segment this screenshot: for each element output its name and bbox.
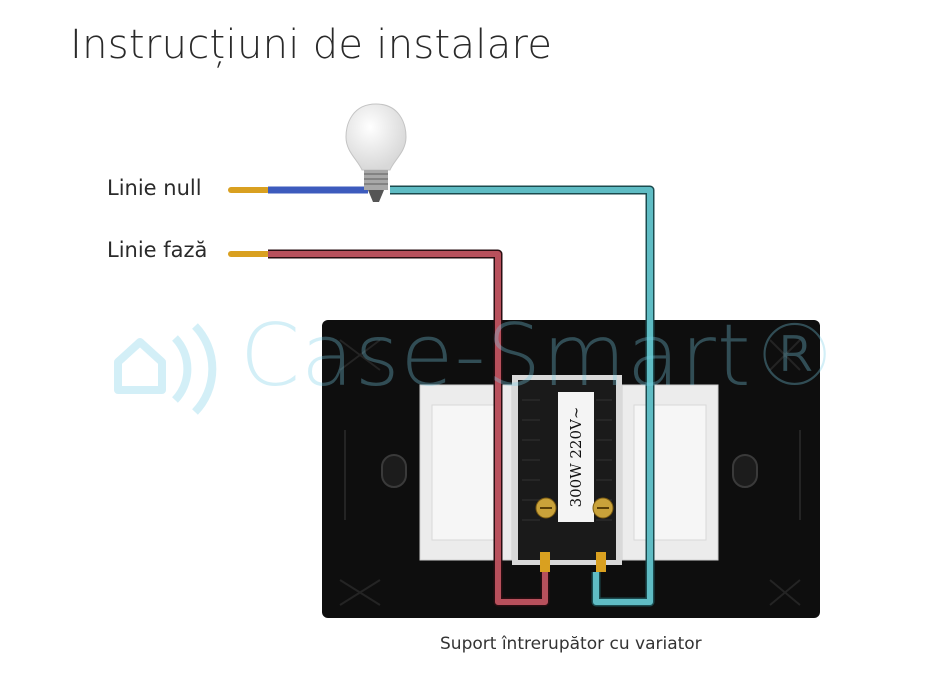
mount-slot-right	[732, 454, 758, 488]
blank-module-right	[621, 384, 719, 561]
null-line-label: Linie null	[107, 176, 202, 200]
dimmer-module	[512, 375, 622, 572]
page-title: Instrucțiuni de instalare	[70, 22, 553, 68]
phase-line-label: Linie fază	[107, 238, 208, 262]
device-rating-label: 300W 220V~	[567, 406, 585, 508]
watermark-text: Case-Smart®	[240, 306, 839, 406]
null-wire-copper-end	[228, 187, 270, 193]
device-caption: Suport întrerupător cu variator	[440, 634, 702, 654]
mount-slot-left	[381, 454, 407, 488]
light-bulb-icon	[345, 103, 407, 202]
watermark-logo-icon	[114, 323, 217, 415]
phase-wire-copper-end	[228, 251, 270, 257]
rating-sticker	[558, 392, 594, 522]
panel-texture	[339, 339, 801, 606]
